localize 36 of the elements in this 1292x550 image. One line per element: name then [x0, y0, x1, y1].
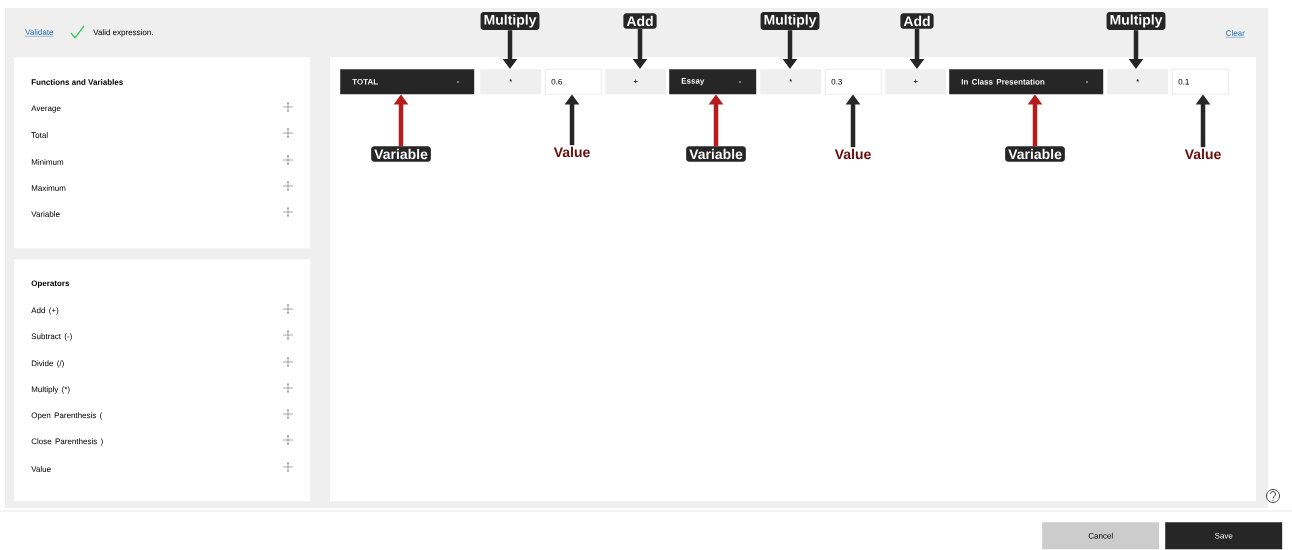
- operator-cell: *: [760, 69, 822, 95]
- status-text: Valid expression.: [93, 29, 153, 37]
- input-field: 0.3: [825, 69, 882, 95]
- callout-tag: Add: [900, 13, 934, 29]
- list-item: Close Parenthesis ): [31, 438, 103, 446]
- list-item: Minimum: [31, 159, 64, 165]
- list-item: Subtract (-): [31, 333, 72, 341]
- list-item: Add (+): [31, 307, 59, 315]
- callout-tag: Variable: [1005, 146, 1065, 162]
- list-item: Multiply (*): [31, 386, 70, 394]
- list-item: Maximum: [31, 185, 66, 191]
- input-field: 0.6: [545, 69, 602, 95]
- callout-text: Value: [553, 146, 590, 158]
- list-item: Divide (/): [31, 360, 64, 368]
- cancel-button: Cancel: [1042, 522, 1160, 550]
- callout-tag: Variable: [686, 146, 746, 162]
- dropdown: In Class Presentation: [949, 69, 1104, 95]
- operator-cell: *: [1107, 69, 1169, 95]
- list-item: Variable: [31, 211, 60, 217]
- operator-cell: +: [885, 69, 947, 95]
- link: Clear: [1225, 30, 1245, 38]
- callout-text: Value: [834, 148, 871, 160]
- link: Validate: [25, 29, 54, 37]
- callout-tag: Add: [623, 13, 657, 29]
- input-field: 0.1: [1172, 69, 1229, 95]
- list-item: Total: [31, 132, 48, 138]
- dropdown: TOTAL: [340, 69, 475, 95]
- save-button: Save: [1165, 522, 1283, 550]
- callout-text: Value: [1184, 148, 1221, 160]
- callout-tag: Variable: [371, 146, 431, 162]
- operator-cell: +: [605, 69, 667, 95]
- list-item: Value: [31, 466, 51, 472]
- list-item: Open Parenthesis (: [31, 412, 103, 420]
- list-item: Average: [31, 105, 61, 113]
- dropdown: Essay: [669, 69, 757, 95]
- operator-cell: *: [480, 69, 542, 95]
